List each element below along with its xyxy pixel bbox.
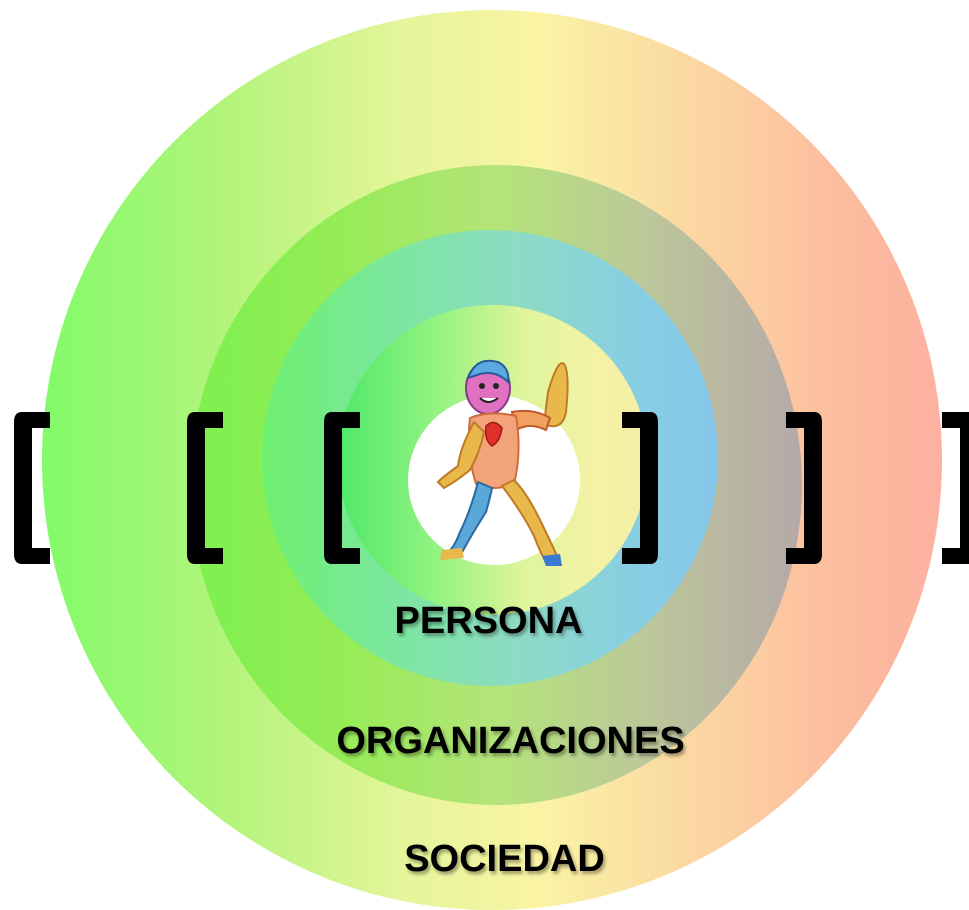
inner-close-bracket-icon <box>618 408 678 568</box>
persona-label: PERSONA <box>394 600 583 642</box>
outer-close-bracket-icon <box>940 408 969 568</box>
outer-open-bracket-icon <box>10 408 70 568</box>
middle-close-bracket-icon <box>782 408 842 568</box>
human-figure-icon <box>430 352 570 570</box>
organizaciones-label: ORGANIZACIONES <box>336 720 685 762</box>
inner-open-bracket-icon <box>320 408 380 568</box>
sociedad-label: SOCIEDAD <box>404 838 605 880</box>
middle-open-bracket-icon <box>183 408 243 568</box>
